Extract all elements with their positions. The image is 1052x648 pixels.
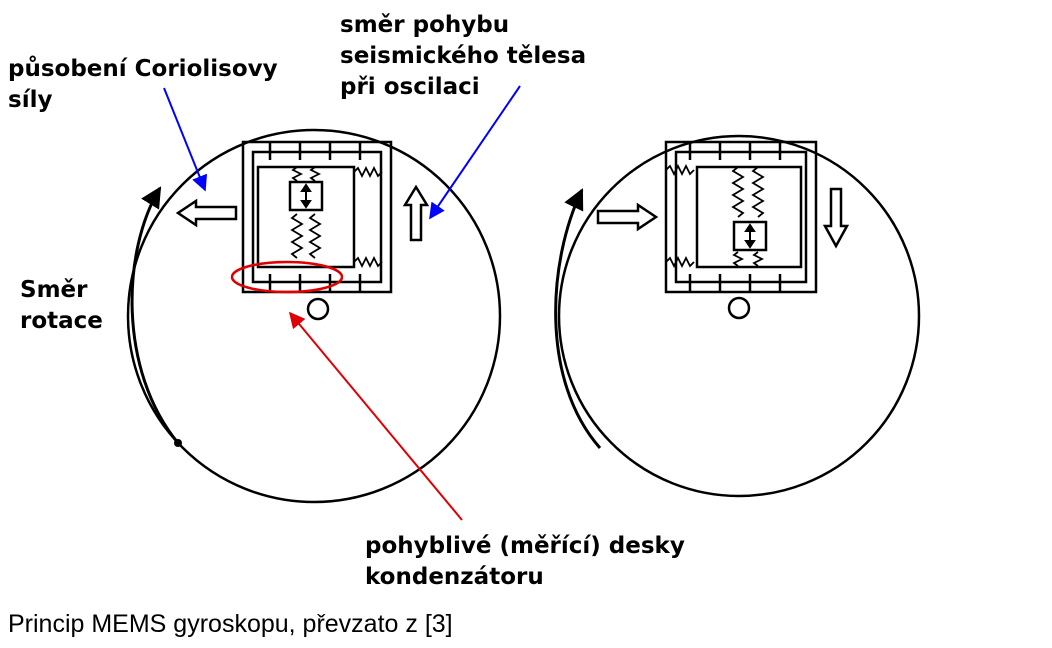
seismic-label-line3: při oscilaci [340,74,480,100]
hollow-arrow-icon [596,202,659,232]
spring-icon [290,213,304,259]
right-rotating-disk [554,134,921,498]
plates-label-line1: pohyblivé (měřící) desky [365,533,685,559]
spring-icon [353,255,383,269]
rotation-direction-arrow [554,188,602,449]
seismic-label-line2: seismického tělesa [340,43,587,69]
figure-caption: Princip MEMS gyroskopu, převzato z [3] [8,610,453,638]
rotation-label-line1: Směr [20,277,88,303]
hollow-arrow-icon [175,198,238,228]
spring-icon [353,165,383,179]
seismic-label-line1: směr pohybu [340,12,510,38]
hollow-arrow-icon [822,187,850,249]
spring-icon [752,251,765,267]
hollow-arrow-icon [402,184,430,242]
spring-icon [751,166,765,218]
rotation-label-line2: rotace [20,308,103,334]
capacitor-plates-highlight [230,260,344,294]
plates-label-line2: kondenzátoru [365,564,544,590]
coriolis-label-line1: působení Coriolisovy [8,56,278,82]
spring-icon [665,163,695,177]
double-headed-arrow-icon [300,183,312,209]
pivot-circle [306,297,330,321]
rotation-direction-arrow [130,186,180,444]
double-headed-arrow-icon [744,223,756,249]
spring-icon [309,166,322,182]
sensor-frame-left [241,140,393,294]
spring-icon [308,213,322,259]
spring-icon [731,166,745,218]
coriolis-label-line2: síly [8,87,53,113]
pivot-circle [727,296,751,320]
left-rotating-disk [126,128,502,504]
spring-icon [291,166,304,182]
sensor-frame-right [664,140,818,294]
coriolis-pointer-arrow [163,87,208,192]
spring-icon [732,251,745,267]
plates-pointer-arrow [288,311,463,521]
seismic-pointer-arrow [429,85,521,220]
spring-icon [665,255,695,269]
